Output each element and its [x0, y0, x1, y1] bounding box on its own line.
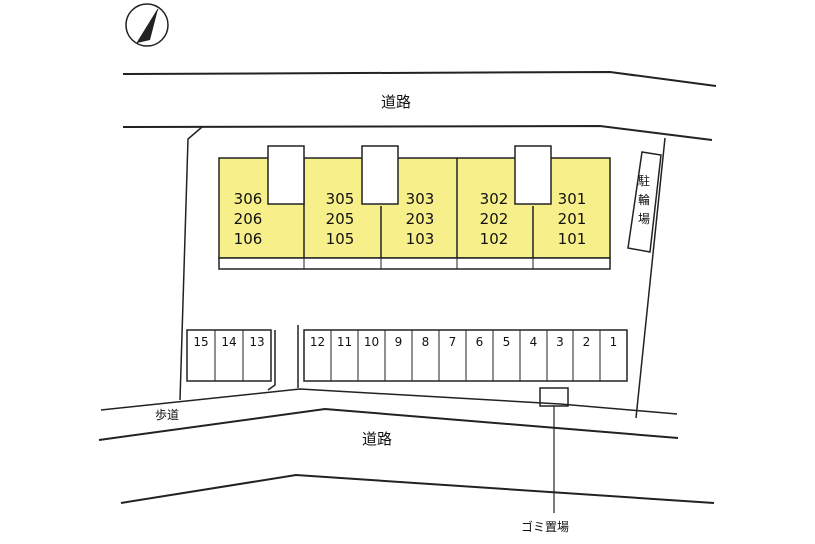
stall-13: 13 [249, 335, 265, 349]
bottom-road-top-edge [98, 407, 679, 441]
stall-5: 5 [502, 335, 511, 349]
stall-6: 6 [475, 335, 484, 349]
lot-right-boundary [635, 137, 666, 419]
stall-4: 4 [529, 335, 538, 349]
lot-top-edge [122, 124, 713, 141]
stall-7: 7 [448, 335, 457, 349]
parking-left-group [186, 329, 272, 382]
stall-9: 9 [394, 335, 403, 349]
sidewalk-outer-edge [100, 388, 678, 415]
bottom-road-bottom-edge [120, 473, 715, 504]
stall-2: 2 [582, 335, 591, 349]
stall-15: 15 [193, 335, 209, 349]
north-arrow-icon [125, 3, 169, 47]
stall-11: 11 [336, 335, 353, 349]
stall-12: 12 [309, 335, 326, 349]
top-road-label: 道路 [381, 93, 412, 111]
top-road-edge [122, 70, 717, 87]
stall-3: 3 [556, 335, 564, 349]
bicycle-parking [627, 151, 662, 253]
stall-1: 1 [609, 335, 618, 349]
sidewalk-label: 歩道 [155, 408, 180, 422]
stall-8: 8 [421, 335, 430, 349]
entrance-edge-left [267, 330, 276, 391]
stall-10: 10 [363, 335, 380, 349]
parking-right-group [303, 329, 628, 382]
bottom-road-label: 道路 [362, 430, 393, 448]
stall-14: 14 [221, 335, 237, 349]
garbage-label: ゴミ置場 [521, 520, 570, 534]
lot-left-boundary [179, 126, 203, 401]
bicycle-parking-label: 駐輪場 [637, 174, 650, 226]
building [218, 145, 611, 270]
